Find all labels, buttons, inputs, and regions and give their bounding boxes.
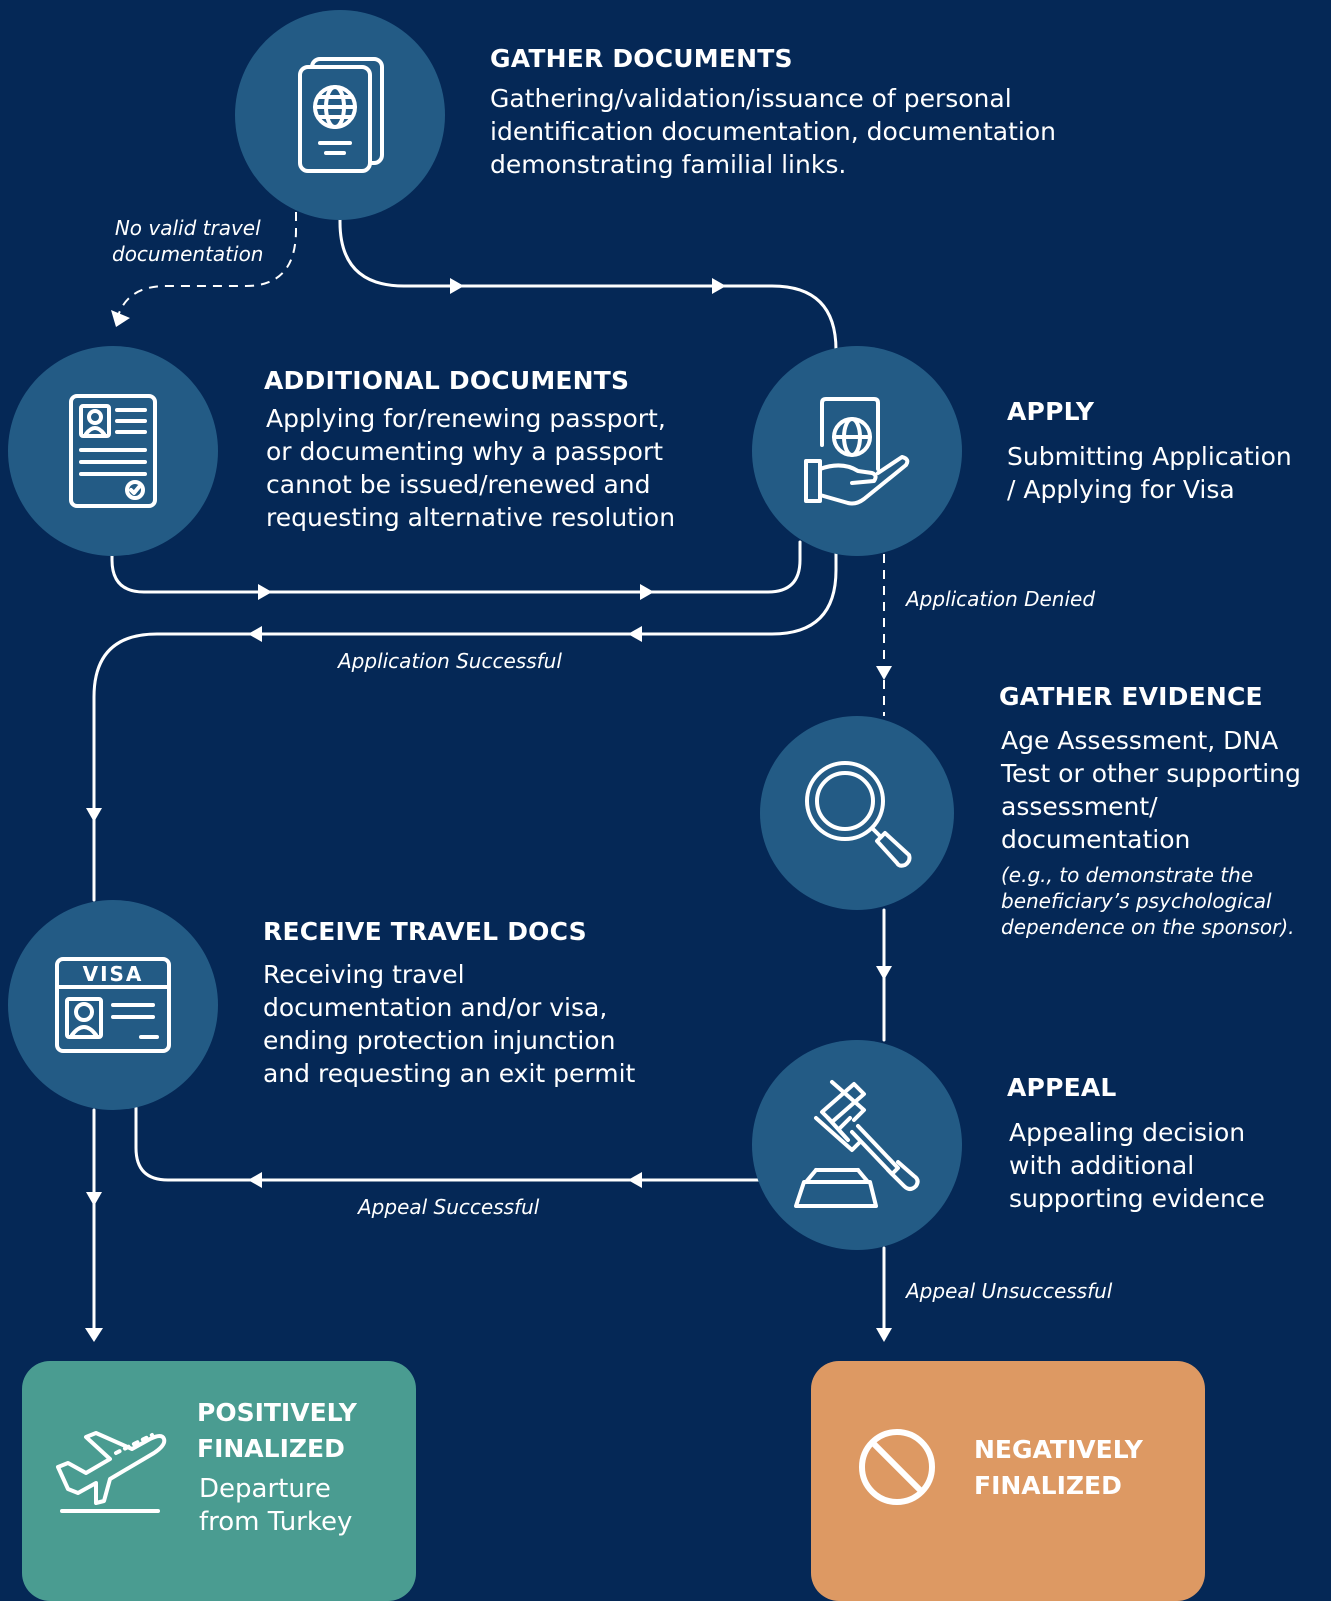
arrow-head [248, 626, 262, 642]
edge-apply-to-receive [92, 548, 838, 902]
appeal-title: APPEAL [1007, 1073, 1117, 1102]
gather-evidence-title: GATHER EVIDENCE [999, 682, 1263, 711]
magnifier-icon [805, 761, 912, 868]
appeal-description: Appealing decision with additional suppo… [1009, 1118, 1265, 1213]
receive-travel-docs-description: Receiving travel documentation and/or vi… [263, 960, 636, 1088]
arrow-head [876, 966, 892, 980]
prohibited-icon [859, 1429, 935, 1505]
appeal-unsuccessful-label: Appeal Unsuccessful [906, 1279, 1113, 1303]
positively-finalized-title: POSITIVELY FINALIZED [197, 1398, 357, 1463]
gather-evidence-description: Age Assessment, DNA Test or other suppor… [1001, 726, 1301, 854]
edge-gather-to-apply [338, 216, 838, 352]
arrow-head [876, 1328, 892, 1342]
arrow-head [876, 666, 892, 680]
negatively-finalized-box: NEGATIVELY FINALIZED [811, 1361, 1205, 1601]
apply-node [752, 346, 962, 556]
gather-documents-description: Gathering/validation/issuance of persona… [490, 84, 1057, 179]
application-successful-label: Application Successful [338, 649, 562, 673]
arrow-head [248, 1172, 262, 1188]
arrow-head [628, 1172, 642, 1188]
hand-passport-icon [804, 397, 910, 506]
additional-documents-node [8, 346, 218, 556]
apply-description: Submitting Application / Applying for Vi… [1007, 442, 1292, 504]
gavel-icon [794, 1080, 920, 1208]
arrow-head [86, 808, 102, 822]
arrow-head [450, 278, 464, 294]
gather-evidence-note: (e.g., to demonstrate the beneficiary’s … [1001, 863, 1295, 939]
gather-documents-node [235, 10, 445, 220]
arrow-head [628, 626, 642, 642]
arrow-head [712, 278, 726, 294]
edge-additional-to-apply [110, 540, 802, 594]
negatively-finalized-title: NEGATIVELY FINALIZED [974, 1435, 1143, 1500]
gather-evidence-node [760, 716, 954, 910]
receive-travel-docs-node: VISA [8, 900, 218, 1110]
receive-travel-docs-title: RECEIVE TRAVEL DOCS [263, 917, 587, 946]
id-document-icon [69, 394, 157, 508]
appeal-successful-label: Appeal Successful [358, 1195, 540, 1219]
edge-gather-to-additional-dashed [117, 212, 297, 317]
arrow-head [640, 584, 654, 600]
arrow-head [258, 584, 272, 600]
application-denied-label: Application Denied [906, 587, 1096, 611]
appeal-node [752, 1040, 962, 1250]
passport-icon [298, 57, 384, 173]
apply-title: APPLY [1007, 397, 1095, 426]
arrow-head [86, 1192, 102, 1206]
additional-documents-title: ADDITIONAL DOCUMENTS [264, 366, 630, 395]
visa-card-icon: VISA [55, 957, 171, 1053]
arrow-head [111, 310, 130, 327]
additional-documents-description: Applying for/renewing passport, or docum… [266, 404, 676, 532]
arrow-head [85, 1328, 103, 1342]
airplane-takeoff-icon [56, 1431, 167, 1513]
gather-documents-title: GATHER DOCUMENTS [490, 44, 793, 73]
visa-icon-text: VISA [83, 962, 144, 986]
no-valid-travel-label: No valid travel documentation [112, 216, 264, 266]
edge-appeal-to-receive [134, 1106, 762, 1182]
positively-finalized-description: Departure from Turkey [199, 1474, 353, 1537]
positively-finalized-box: POSITIVELY FINALIZED Departure from Turk… [22, 1361, 416, 1601]
